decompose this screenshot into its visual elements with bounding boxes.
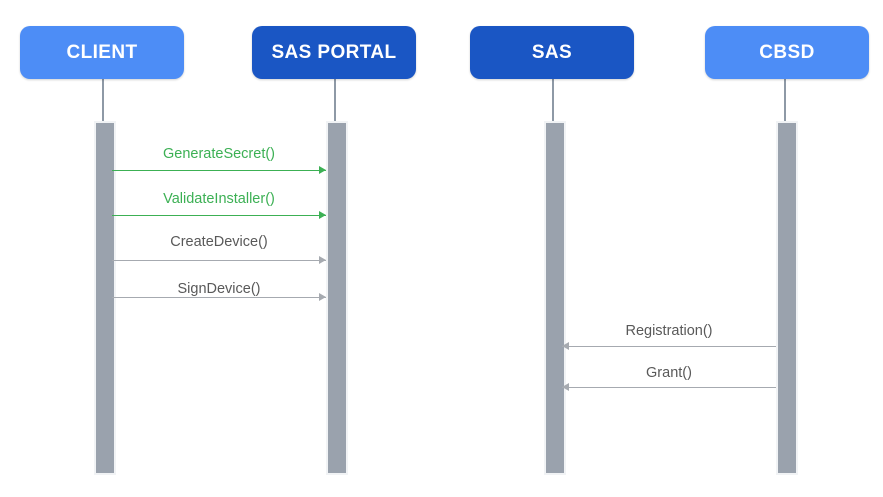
activation-bar-cbsd — [776, 121, 798, 475]
arrowhead-right-icon-validate-installer — [319, 211, 326, 219]
lifeline-client — [102, 79, 104, 127]
activation-bar-sas-portal — [326, 121, 348, 475]
actor-box-cbsd[interactable]: CBSD — [705, 26, 869, 79]
message-line-registration — [562, 346, 776, 347]
lifeline-sas-portal — [334, 79, 336, 127]
actor-box-sas[interactable]: SAS — [470, 26, 634, 79]
message-label-grant: Grant() — [646, 365, 692, 381]
message-label-sign-device: SignDevice() — [177, 281, 261, 297]
lifeline-sas — [552, 79, 554, 127]
message-line-validate-installer — [112, 215, 326, 216]
actor-label-sas-portal: SAS PORTAL — [271, 41, 397, 63]
actor-box-sas-portal[interactable]: SAS PORTAL — [252, 26, 416, 79]
message-line-create-device — [112, 260, 326, 261]
message-line-generate-secret — [112, 170, 326, 171]
actor-label-client: CLIENT — [66, 41, 138, 63]
message-label-create-device: CreateDevice() — [170, 234, 268, 250]
lifeline-cbsd — [784, 79, 786, 127]
arrowhead-left-icon-registration — [562, 342, 569, 350]
message-line-grant — [562, 387, 776, 388]
activation-bar-client — [94, 121, 116, 475]
message-line-sign-device — [112, 297, 326, 298]
arrowhead-left-icon-grant — [562, 383, 569, 391]
actor-label-cbsd: CBSD — [759, 41, 815, 63]
actor-label-sas: SAS — [531, 41, 573, 63]
arrowhead-right-icon-generate-secret — [319, 166, 326, 174]
message-label-registration: Registration() — [625, 323, 713, 339]
actor-box-client[interactable]: CLIENT — [20, 26, 184, 79]
arrowhead-right-icon-sign-device — [319, 293, 326, 301]
message-label-generate-secret: GenerateSecret() — [162, 146, 276, 162]
arrowhead-right-icon-create-device — [319, 256, 326, 264]
activation-bar-sas — [544, 121, 566, 475]
message-label-validate-installer: ValidateInstaller() — [163, 191, 275, 207]
